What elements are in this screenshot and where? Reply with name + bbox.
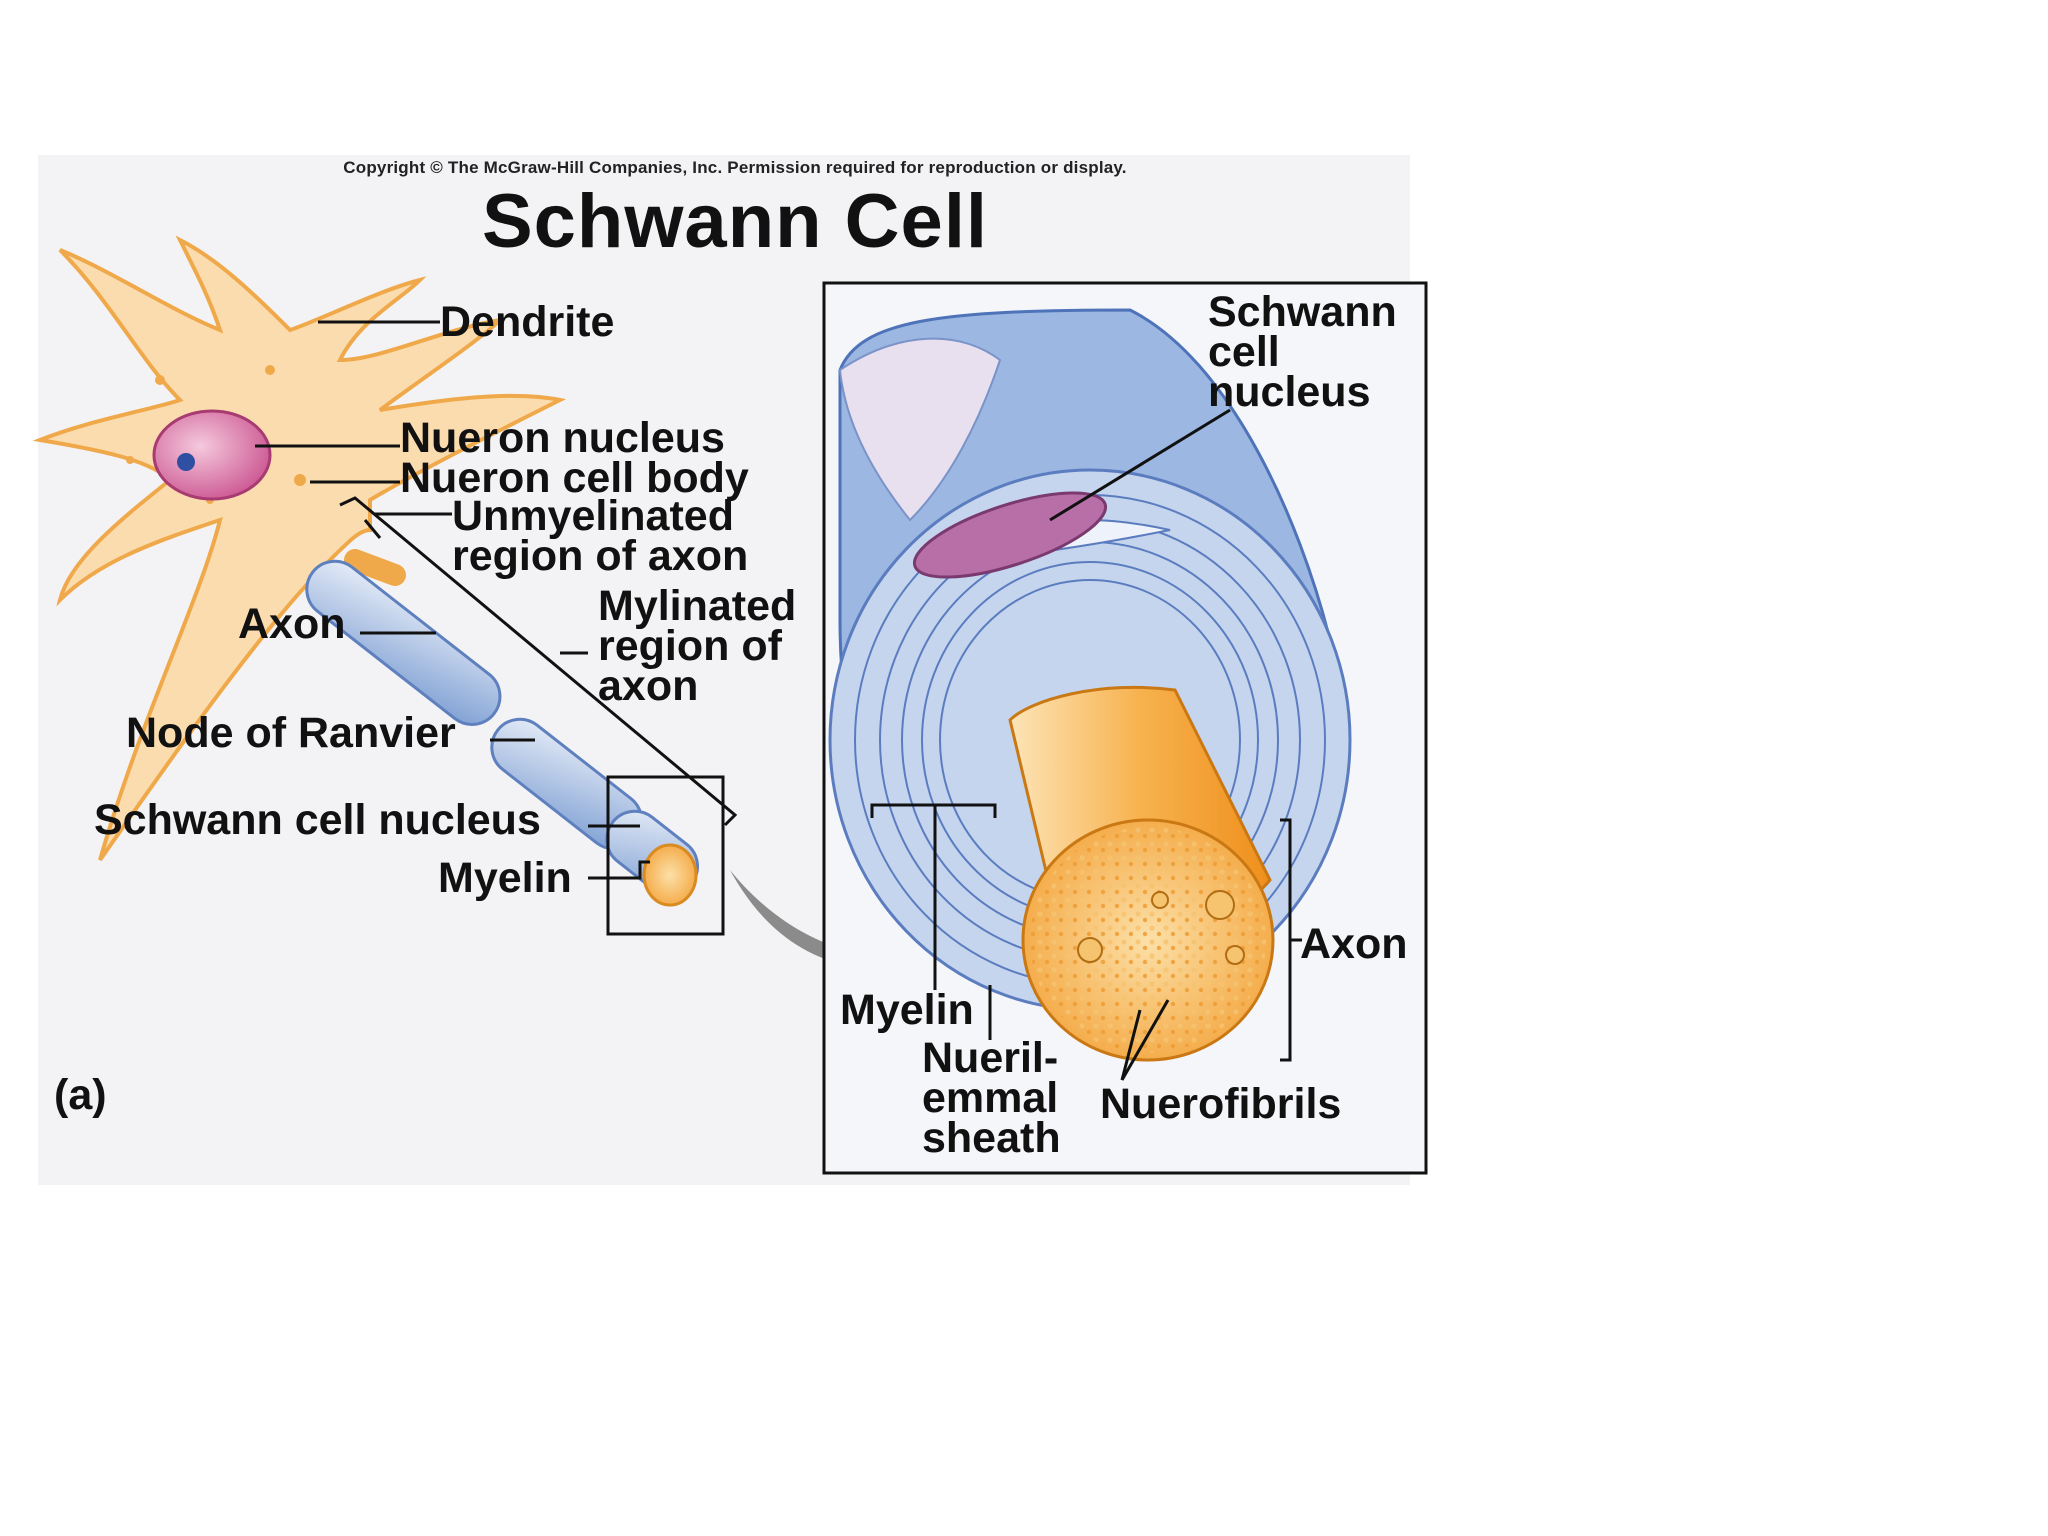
label-neurofibrils: Nuerofibrils [1100, 1080, 1342, 1128]
label-axon-inset: Axon [1300, 920, 1408, 968]
inset-leader-lines [870, 408, 1302, 1081]
panel-label: (a) [54, 1071, 107, 1119]
label-neuron-cell-body: Nueron cell body [400, 454, 749, 502]
label-node-of-ranvier: Node of Ranvier [126, 709, 456, 757]
diagram-title: Schwann Cell [481, 179, 989, 264]
label-unmyelinated-region: Unmyelinated region of axon [452, 492, 749, 580]
leader-lines [255, 320, 738, 880]
copyright-notice: Copyright © The McGraw-Hill Companies, I… [343, 158, 1127, 177]
label-myelin-inset: Myelin [840, 986, 974, 1034]
label-neuron-nucleus: Nueron nucleus [400, 414, 725, 462]
label-schwann-nucleus-inset: Schwann cell nucleus [1208, 288, 1397, 416]
axon [305, 549, 699, 907]
neuron-nucleus [152, 409, 272, 501]
label-axon-left: Axon [238, 600, 346, 648]
label-dendrite: Dendrite [440, 298, 615, 346]
label-neurilemmal-sheath: Nueril- emmal sheath [922, 1034, 1061, 1162]
label-myelin-left: Myelin [438, 854, 572, 902]
label-myelinated-region: Mylinated region of axon [598, 582, 797, 710]
zoom-box [606, 775, 725, 936]
nucleolus [177, 453, 195, 471]
inset-axon [1008, 685, 1275, 1062]
label-schwann-nucleus-left: Schwann cell nucleus [94, 796, 541, 844]
